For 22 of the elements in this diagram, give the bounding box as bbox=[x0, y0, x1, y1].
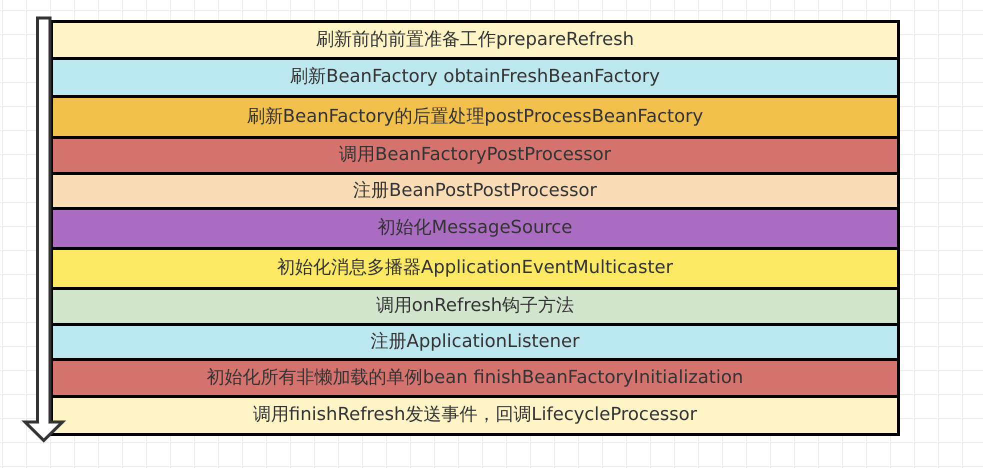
step-band bbox=[50, 358, 900, 398]
step-band bbox=[50, 57, 900, 98]
step-band bbox=[50, 136, 900, 175]
step-label: 初始化MessageSource bbox=[378, 218, 572, 239]
step-label: 注册BeanPostPostProcessor bbox=[353, 180, 597, 202]
step-band bbox=[50, 395, 900, 436]
step-label: 初始化消息多播器ApplicationEventMulticaster bbox=[277, 258, 673, 279]
step-label: 注册ApplicationListener bbox=[370, 332, 580, 352]
step-label: 刷新BeanFactory obtainFreshBeanFactory bbox=[290, 67, 660, 88]
step-label: 刷新BeanFactory的后置处理postProcessBeanFactory bbox=[246, 106, 704, 128]
step-label: 调用finishRefresh发送事件，回调LifecycleProcessor bbox=[252, 405, 698, 426]
step-band bbox=[50, 287, 900, 326]
step-band bbox=[50, 247, 900, 290]
step-label: 调用onRefresh钩子方法 bbox=[376, 296, 574, 317]
step-label: 调用BeanFactoryPostProcessor bbox=[339, 145, 611, 166]
step-band bbox=[50, 172, 900, 210]
step-band bbox=[50, 207, 900, 250]
step-band bbox=[50, 20, 900, 60]
step-band bbox=[50, 95, 900, 139]
step-band bbox=[50, 323, 900, 361]
step-label: 初始化所有非懒加载的单例bean finishBeanFactoryInitialization bbox=[206, 368, 744, 388]
step-label: 刷新前的前置准备工作prepareRefresh bbox=[316, 30, 634, 50]
